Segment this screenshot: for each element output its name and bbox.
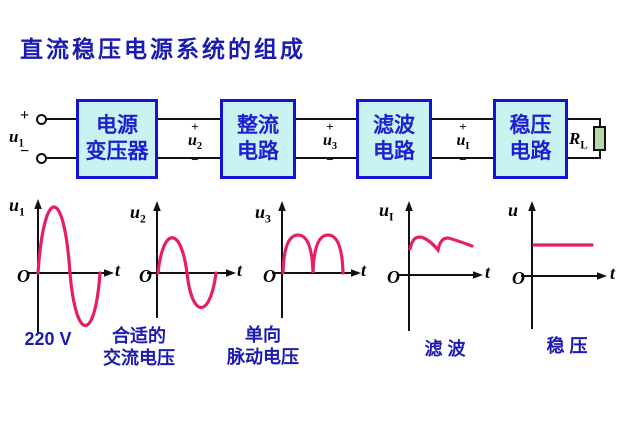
waveform-4-curve (408, 235, 474, 254)
wire-stage1-bottom (158, 157, 220, 159)
wire-stage3-bottom (432, 157, 493, 159)
ui-minus-sign: − (459, 151, 467, 167)
wave5-origin-label: O (512, 268, 525, 288)
caption-pulsating: 单向 脉动电压 (218, 324, 308, 368)
u3-minus-sign: − (326, 151, 334, 167)
waveform-1-axes (27, 199, 114, 333)
input-minus-sign: − (20, 143, 30, 160)
input-voltage-label: u1 (9, 127, 24, 150)
u3-plus-sign: + (326, 119, 334, 134)
block-power-transformer: 电源 变压器 (76, 99, 158, 179)
wave5-y-label: u (508, 200, 519, 220)
block-regulator-line2: 电路 (509, 140, 552, 163)
wire-input-bottom (47, 157, 76, 159)
block-power-transformer-line2: 变压器 (85, 140, 149, 163)
ui-label: uI (456, 132, 470, 153)
block-filter-line2: 电路 (373, 140, 415, 163)
u2-label: u2 (187, 132, 203, 153)
block-filter-line1: 滤波 (373, 114, 415, 137)
caption-suitable-ac: 合适的 交流电压 (94, 325, 184, 369)
input-terminal-bottom (36, 153, 47, 164)
block-filter: 滤波 电路 (356, 99, 432, 179)
load-resistor-symbol (593, 126, 606, 151)
wave3-y-label: u3 (255, 202, 271, 226)
wave4-y-label: uI (379, 200, 394, 224)
block-rectifier: 整流 电路 (220, 99, 296, 179)
caption-suitable-ac-line2: 交流电压 (103, 348, 175, 368)
wave1-origin-label: O (17, 266, 30, 286)
signal-ui-stack: + uI − (441, 119, 485, 166)
wire-stage3-top (432, 118, 493, 120)
block-regulator-line1: 稳压 (509, 114, 552, 137)
page-title: 直流稳压电源系统的组成 (20, 36, 306, 62)
wire-stage2-bottom (296, 157, 356, 159)
wave2-x-label: t (237, 260, 243, 280)
wave2-origin-label: O (139, 266, 152, 286)
signal-u2-stack: + u2 − (173, 119, 217, 166)
caption-pulsating-line1: 单向 (245, 325, 281, 345)
u2-minus-sign: − (191, 151, 199, 167)
wire-input-top (47, 118, 76, 120)
block-rectifier-line2: 电路 (237, 140, 279, 163)
caption-pulsating-line2: 脉动电压 (227, 347, 299, 367)
load-resistor-label: RL (569, 129, 588, 152)
wave2-y-label: u2 (130, 202, 146, 226)
wave1-y-label: u1 (9, 195, 25, 219)
wave4-x-label: t (485, 262, 491, 282)
wave3-origin-label: O (263, 266, 276, 286)
caption-suitable-ac-line1: 合适的 (112, 326, 166, 346)
waveform-5-axes (521, 201, 607, 329)
input-plus-sign: + (20, 107, 30, 124)
ui-plus-sign: + (459, 119, 467, 134)
waveform-3-curve (281, 233, 345, 275)
wave3-x-label: t (361, 260, 367, 280)
block-rectifier-line1: 整流 (237, 114, 279, 137)
waveform-2-axes (147, 201, 236, 318)
waveform-2-curve (156, 236, 218, 309)
waveform-4-axes (399, 201, 483, 331)
input-terminal-top (36, 114, 47, 125)
u2-plus-sign: + (191, 119, 199, 134)
wave1-x-label: t (115, 260, 121, 280)
u3-label: u3 (322, 132, 338, 153)
block-regulator: 稳压 电路 (493, 99, 568, 179)
block-power-transformer-line1: 电源 (96, 114, 138, 137)
wire-stage1-top (158, 118, 220, 120)
caption-filtering: 滤 波 (424, 339, 466, 359)
wave5-x-label: t (610, 263, 616, 283)
wave4-origin-label: O (387, 267, 400, 287)
wire-stage2-top (296, 118, 356, 120)
wire-output-top (568, 118, 601, 120)
caption-regulating: 稳 压 (546, 336, 588, 356)
waveform-1-curve (36, 205, 102, 327)
waveform-3-axes (272, 201, 361, 318)
signal-u3-stack: + u3 − (308, 119, 352, 166)
wire-output-bottom (568, 157, 601, 159)
caption-220v: 220 V (24, 329, 72, 349)
